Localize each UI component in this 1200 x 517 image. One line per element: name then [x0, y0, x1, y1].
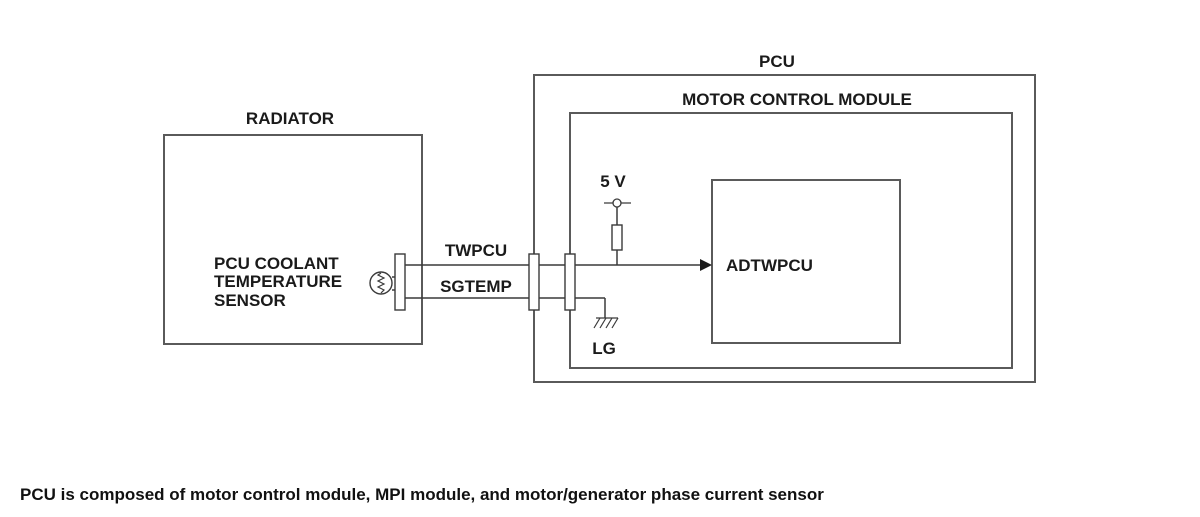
twpcu-wire-label: TWPCU [445, 241, 507, 260]
figure-caption: PCU is composed of motor control module,… [20, 485, 824, 504]
thermistor-icon [369, 271, 393, 295]
sensor-label-line2: TEMPERATURE [214, 272, 342, 291]
ground-label: LG [592, 339, 616, 358]
radiator-box [163, 134, 423, 345]
pullup-resistor [611, 224, 623, 251]
pcu-box [533, 74, 1036, 383]
adtwpcu-label: ADTWPCU [726, 256, 813, 275]
ground-icon [593, 317, 619, 329]
processor-block [711, 179, 901, 344]
supply-terminal-icon [604, 198, 631, 208]
pcu-label: PCU [759, 52, 795, 71]
sensor-connector [394, 253, 406, 311]
pcu-connector [528, 253, 540, 311]
sensor-label-line1: PCU COOLANT [214, 254, 339, 273]
radiator-label: RADIATOR [246, 109, 334, 128]
module-connector [564, 253, 576, 311]
motor-control-module-label: MOTOR CONTROL MODULE [682, 90, 912, 109]
sensor-label-line3: SENSOR [214, 291, 286, 310]
motor-control-module-box [569, 112, 1013, 369]
signal-arrow-icon [700, 259, 712, 271]
supply-voltage-label: 5 V [600, 172, 626, 191]
sgtemp-wire-label: SGTEMP [440, 277, 512, 296]
